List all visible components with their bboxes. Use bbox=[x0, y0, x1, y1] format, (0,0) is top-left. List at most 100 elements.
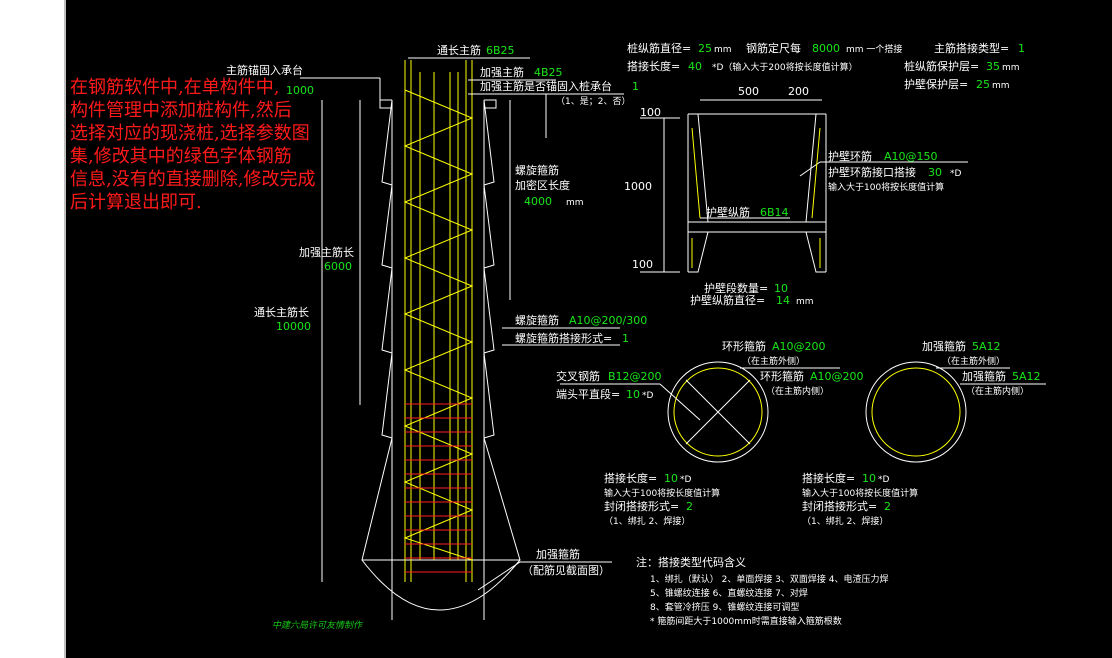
through-main-bar-label: 通长主筋 bbox=[437, 43, 481, 57]
pile-leaders bbox=[300, 57, 624, 591]
lap-length-value[interactable]: 40 bbox=[688, 60, 702, 73]
spiral-stirrup-value[interactable]: A10@200/300 bbox=[569, 314, 647, 327]
s2-lap-len-label: 搭接长度= bbox=[802, 471, 855, 485]
anchor-into-cap-value[interactable]: 1000 bbox=[286, 84, 314, 97]
overlay-note-line-4: 集,修改其中的绿色字体钢筋 bbox=[70, 146, 292, 167]
wall-dim-1000: 1000 bbox=[624, 180, 652, 193]
stock-length-unit: mm 一个搭接 bbox=[846, 43, 902, 55]
wall-dim-100-top: 100 bbox=[640, 106, 661, 119]
wall-cover-value[interactable]: 25 bbox=[976, 78, 990, 91]
extra-main-bar-label: 加强主筋 bbox=[480, 65, 524, 79]
extra-anchor-hint: （1、是；2、否） bbox=[556, 96, 630, 107]
s2-lap-hint: 输入大于100将按长度值计算 bbox=[802, 487, 918, 499]
overlay-note-line-5: 信息,没有的直接删除,修改完成 bbox=[70, 169, 315, 190]
extra-stirrup-hint: （配筋见截面图） bbox=[522, 563, 610, 577]
spiral-dense-unit: mm bbox=[566, 198, 584, 208]
stock-length-label: 钢筋定尺每 bbox=[746, 41, 801, 55]
gutter-divider bbox=[64, 0, 66, 658]
through-main-bar-value[interactable]: 6B25 bbox=[486, 44, 515, 57]
wall-long-dia-value[interactable]: 14 bbox=[776, 294, 790, 307]
main-rebars bbox=[404, 60, 473, 582]
lap-type-label: 主筋搭接类型= bbox=[934, 41, 1009, 55]
left-gutter bbox=[0, 0, 64, 658]
wall-dim-500: 500 bbox=[738, 85, 759, 98]
wall-long-bar-value[interactable]: 6B14 bbox=[760, 206, 789, 219]
pile-outline bbox=[361, 99, 521, 620]
wall-dim-100-bottom: 100 bbox=[632, 258, 653, 271]
s1-close-options: （1、绑扎 2、焊接） bbox=[604, 515, 690, 527]
extra-stirrup-label: 加强箍筋 bbox=[536, 547, 580, 561]
credit-text: 中建六局许可友情制作 bbox=[272, 620, 364, 631]
cover-unit: mm bbox=[1002, 63, 1020, 73]
through-main-len-value[interactable]: 10000 bbox=[276, 320, 311, 333]
legend-row-4: * 箍筋间距大于1000mm时需直接输入箍筋根数 bbox=[650, 615, 842, 627]
s1-end-straight-label: 端头平直段= bbox=[556, 387, 620, 401]
extra-anchor-label: 加强主筋是否锚固入桩承台 bbox=[480, 79, 612, 93]
s1-end-straight-value[interactable]: 10 bbox=[626, 388, 640, 401]
segments-value[interactable]: 10 bbox=[774, 282, 788, 295]
spiral-lap-form-value[interactable]: 1 bbox=[622, 332, 629, 345]
s2-lap-len-unit: *D bbox=[878, 475, 890, 485]
s2-lap-len-value[interactable]: 10 bbox=[862, 472, 876, 485]
s1-end-straight-unit: *D bbox=[642, 391, 654, 401]
cover-value[interactable]: 35 bbox=[986, 60, 1000, 73]
pile-bar-dia-label: 桩纵筋直径= bbox=[627, 41, 691, 55]
overlay-note-line-6: 后计算退出即可. bbox=[70, 192, 202, 213]
s2-ring-inner-value[interactable]: 5A12 bbox=[1012, 370, 1041, 383]
overlay-note-line-2: 构件管理中添加桩构件,然后 bbox=[70, 100, 292, 121]
segments-label: 护壁段数量= bbox=[704, 281, 768, 295]
s1-ring-outer-hint: （在主筋外侧） bbox=[742, 355, 805, 367]
stock-length-value[interactable]: 8000 bbox=[812, 42, 840, 55]
pile-bar-dia-value[interactable]: 25 bbox=[698, 42, 712, 55]
s2-ring-inner-label: 加强箍筋 bbox=[962, 369, 1006, 383]
s2-close-form-label: 封闭搭接形式= bbox=[802, 499, 877, 513]
s1-cross-bar-value[interactable]: B12@200 bbox=[608, 370, 662, 383]
red-stirrups bbox=[405, 403, 472, 573]
section-2 bbox=[865, 361, 1046, 463]
s1-ring-inner-label: 环形箍筋 bbox=[760, 369, 804, 383]
legend-row-2: 5、锥螺纹连接 6、直螺纹连接 7、对焊 bbox=[650, 587, 808, 599]
ring-lap-hint: 输入大于100将按长度值计算 bbox=[828, 181, 944, 193]
s2-close-options: （1、绑扎 2、焊接） bbox=[802, 515, 888, 527]
s2-ring-outer-label: 加强箍筋 bbox=[922, 339, 966, 353]
ring-bar-label: 护壁环筋 bbox=[828, 149, 872, 163]
ring-lap-value[interactable]: 30 bbox=[928, 166, 942, 179]
legend-row-1: 1、绑扎（默认） 2、单面焊接 3、双面焊接 4、电渣压力焊 bbox=[650, 573, 889, 585]
s1-lap-len-label: 搭接长度= bbox=[604, 471, 657, 485]
s1-cross-bar-label: 交叉钢筋 bbox=[556, 369, 600, 383]
s1-ring-inner-value[interactable]: A10@200 bbox=[810, 370, 864, 383]
legend-title: 注：搭接类型代码含义 bbox=[636, 555, 746, 569]
extra-main-len-value[interactable]: 6000 bbox=[324, 260, 352, 273]
spiral-stirrup bbox=[403, 89, 474, 561]
spiral-dense-value[interactable]: 4000 bbox=[524, 195, 552, 208]
lap-length-unit: *D（输入大于200将按长度值计算） bbox=[712, 61, 858, 73]
s1-lap-hint: 输入大于100将按长度值计算 bbox=[604, 487, 720, 499]
s1-lap-len-unit: *D bbox=[680, 475, 692, 485]
s1-ring-outer-label: 环形箍筋 bbox=[722, 339, 766, 353]
spiral-lap-form-label: 螺旋箍筋搭接形式= bbox=[515, 331, 612, 345]
s2-close-form-value[interactable]: 2 bbox=[884, 500, 891, 513]
pile-elevation bbox=[300, 57, 624, 620]
wall-long-dia-unit: mm bbox=[796, 297, 814, 307]
s1-ring-outer-value[interactable]: A10@200 bbox=[772, 340, 826, 353]
pile-bar-dia-unit: mm bbox=[714, 45, 732, 55]
through-main-len-label: 通长主筋长 bbox=[254, 305, 309, 319]
s1-lap-len-value[interactable]: 10 bbox=[664, 472, 678, 485]
s1-close-form-value[interactable]: 2 bbox=[686, 500, 693, 513]
s2-ring-outer-hint: （在主筋外侧） bbox=[942, 355, 1005, 367]
lap-length-label: 搭接长度= bbox=[627, 59, 680, 73]
s2-ring-outer-value[interactable]: 5A12 bbox=[972, 340, 1001, 353]
lap-type-value[interactable]: 1 bbox=[1018, 42, 1025, 55]
spiral-dense-label1: 螺旋箍筋 bbox=[515, 163, 559, 177]
anchor-into-cap-label: 主筋锚固入承台 bbox=[226, 63, 303, 77]
s1-ring-inner-hint: （在主筋内侧） bbox=[766, 385, 829, 397]
extra-anchor-value[interactable]: 1 bbox=[632, 80, 639, 93]
wall-long-bar-label: 护壁纵筋 bbox=[706, 205, 750, 219]
overlay-note-line-1: 在钢筋软件中,在单构件中, bbox=[70, 77, 279, 98]
legend-row-3: 8、套管冷挤压 9、锥螺纹连接可调型 bbox=[650, 601, 799, 613]
wall-cover-label: 护壁保护层= bbox=[904, 77, 968, 91]
ring-bar-value[interactable]: A10@150 bbox=[884, 150, 938, 163]
extra-main-bar-value[interactable]: 4B25 bbox=[534, 66, 563, 79]
